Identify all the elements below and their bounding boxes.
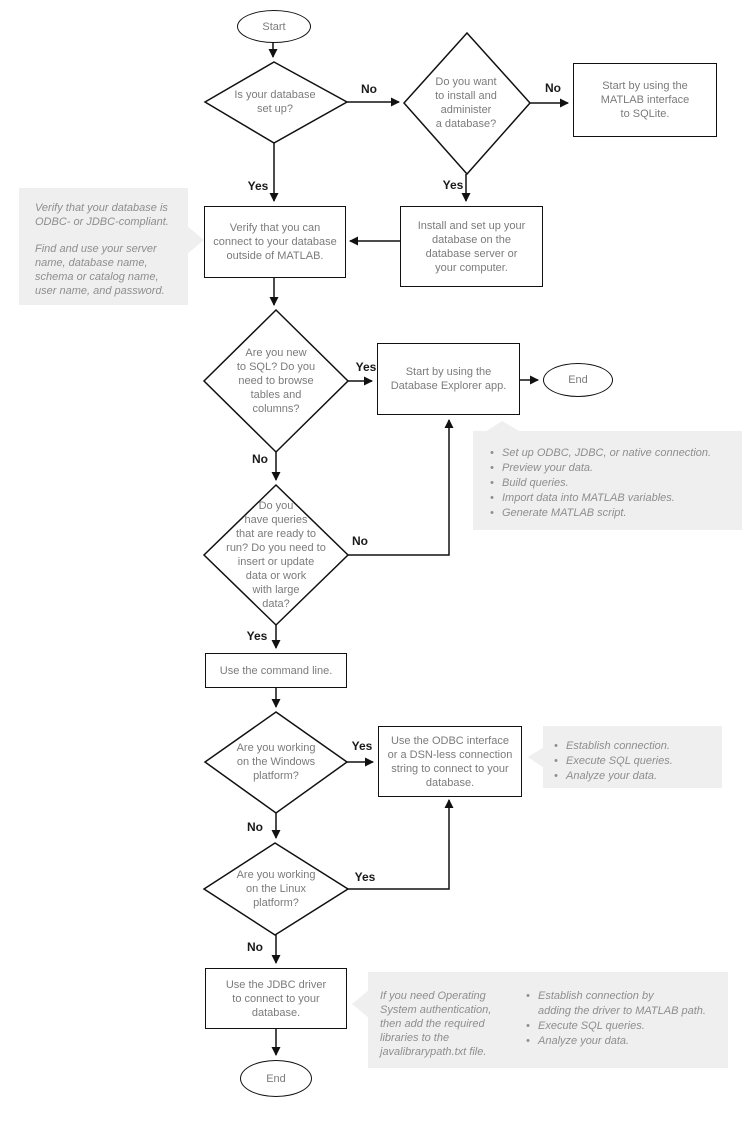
bullet-icon: • [490,462,494,474]
label-yes-windows: Yes [351,739,373,753]
bullet-icon: • [526,1020,530,1032]
decision-queries-ready: Do you have queries that are ready to ru… [226,500,326,610]
note-bullet: Analyze your data. [538,1035,630,1047]
process-db-explorer: Start by using the Database Explorer app… [377,343,520,415]
list-item: • Execute SQL queries. [554,754,722,769]
list-item: • Establish connection. [554,739,722,754]
decision-queries-ready-shape [202,483,350,627]
bullet-icon: • [490,477,494,489]
bullet-icon: • [554,740,558,752]
note-bullet: Establish connection. [566,740,670,752]
list-item: • Analyze your data. [554,769,722,784]
terminator-end-bottom: End [240,1060,312,1097]
bullet-icon: • [526,1035,530,1047]
label-no-linux: No [247,940,263,954]
list-item: • Establish connection by adding the dri… [526,989,720,1019]
process-odbc-interface: Use the ODBC interface or a DSN-less con… [378,726,522,797]
note-compliance-paragraph-1: Verify that your database is ODBC- or JD… [35,202,169,228]
bullet-icon: • [490,492,494,504]
process-command-line: Use the command line. [205,653,347,688]
process-verify-connection: Verify that you can connect to your data… [204,206,346,278]
process-install-db: Install and set up your database on the … [400,206,543,287]
terminator-start: Start [237,10,311,43]
label-yes-new-to-sql: Yes [355,360,377,374]
label-yes-db-setup: Yes [247,179,269,193]
label-no-db-setup: No [361,82,377,96]
list-item: • Analyze your data. [526,1034,720,1049]
label-no-windows: No [247,820,263,834]
label-no-queries: No [352,534,368,548]
decision-windows: Are you working on the Windows platform? [236,742,316,782]
note-compliance-paragraph-2: Find and use your server name, database … [35,243,165,297]
note-odbc: • Establish connection. • Execute SQL qu… [543,726,722,788]
note-bullet: Execute SQL queries. [566,755,673,767]
label-yes-queries: Yes [246,629,268,643]
label-no-new-to-sql: No [252,452,268,466]
bullet-icon: • [526,990,530,1002]
note-database-explorer: • Set up ODBC, JDBC, or native connectio… [473,431,742,530]
note-bullet: Set up ODBC, JDBC, or native connection. [502,447,712,459]
decision-linux-shape [202,842,350,936]
label-no-install-admin: No [545,81,561,95]
bullet-icon: • [490,447,494,459]
list-item: • Import data into MATLAB variables. [490,491,742,506]
note-bullet: Build queries. [502,477,569,489]
note-bullet: Execute SQL queries. [538,1020,645,1032]
bullet-icon: • [490,507,494,519]
label-yes-install-admin: Yes [442,178,464,192]
decision-windows-shape [203,711,349,814]
note-jdbc-bullets: • Establish connection by adding the dri… [526,989,720,1068]
list-item: • Set up ODBC, JDBC, or native connectio… [490,446,742,461]
decision-linux: Are you working on the Linux platform? [236,869,316,909]
decision-db-setup-shape [203,61,349,144]
list-item: • Execute SQL queries. [526,1019,720,1034]
decision-new-to-sql-shape [202,308,350,454]
bullet-icon: • [554,770,558,782]
decision-new-to-sql: Are you new to SQL? Do you need to brows… [236,347,316,415]
note-bullet: Analyze your data. [566,770,658,782]
note-odbc-pointer [528,747,544,768]
note-bullet: Generate MATLAB script. [502,507,627,519]
note-bullet: Import data into MATLAB variables. [502,492,675,504]
note-bullet: Establish connection by adding the drive… [538,990,706,1017]
note-jdbc-paragraph: If you need Operating System authenticat… [380,990,492,1058]
note-bullet: Preview your data. [502,462,594,474]
decision-install-admin: Do you want to install and administer a … [435,76,497,130]
note-jdbc: If you need Operating System authenticat… [368,972,728,1068]
list-item: • Build queries. [490,476,742,491]
process-jdbc-driver: Use the JDBC driver to connect to your d… [205,968,347,1029]
note-compliance: Verify that your database is ODBC- or JD… [19,188,188,305]
decision-db-setup: Is your database set up? [234,89,316,115]
note-compliance-pointer [187,226,204,254]
process-sqlite: Start by using the MATLAB interface to S… [573,63,717,137]
bullet-icon: • [554,755,558,767]
list-item: • Preview your data. [490,461,742,476]
decision-install-admin-shape [402,31,532,176]
note-jdbc-pointer [352,990,369,1018]
list-item: • Generate MATLAB script. [490,506,742,521]
label-yes-linux: Yes [354,870,376,884]
terminator-end-top: End [543,363,613,397]
